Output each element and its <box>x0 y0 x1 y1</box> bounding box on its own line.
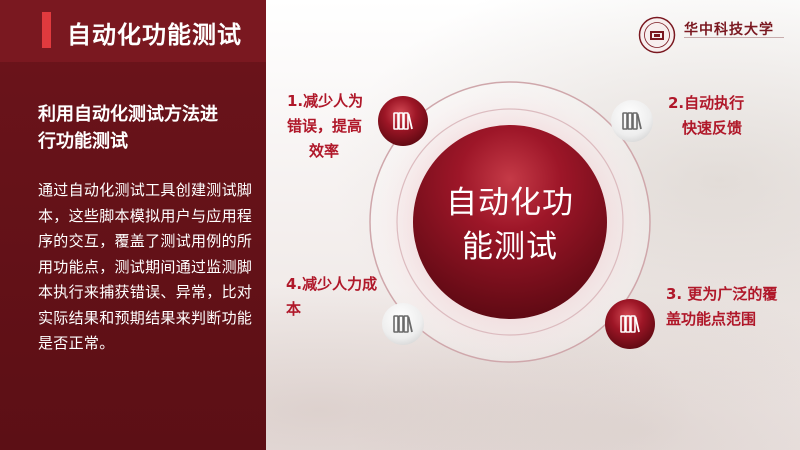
page-title: 自动化功能测试 <box>67 21 242 49</box>
item-1-label: 1.减少人为 错误，提高 效率 <box>287 89 387 164</box>
center-circle <box>413 125 607 319</box>
left-panel <box>0 0 266 450</box>
item-1-line-2: 错误，提高 <box>287 117 363 135</box>
item-1-line-3: 效率 <box>309 142 340 160</box>
university-name: 华中科技大学 <box>684 22 774 38</box>
item-2-icon <box>611 100 653 142</box>
item-4-icon <box>382 303 424 345</box>
item-1-icon <box>378 96 428 146</box>
center-title-line-2: 能测试 <box>462 229 558 265</box>
title-accent-bar <box>42 12 51 48</box>
item-2-line-2: 快速反馈 <box>682 119 743 137</box>
item-1-line-1: 1.减少人为 <box>287 92 364 110</box>
center-title: 自动化功 能测试 <box>430 181 590 269</box>
university-seal-logo <box>638 16 676 54</box>
item-4-line-2: 本 <box>286 300 302 318</box>
item-2-line-1: 2.自动执行 <box>668 94 745 112</box>
section-heading-line-1: 利用自动化测试方法进 <box>38 104 218 125</box>
item-3-line-1: 3. 更为广泛的覆 <box>666 285 778 303</box>
center-title-line-1: 自动化功 <box>446 185 574 221</box>
item-4-label: 4.减少人力成 本 <box>286 272 396 322</box>
item-2-label: 2.自动执行 快速反馈 <box>668 91 788 141</box>
item-3-label: 3. 更为广泛的覆 盖功能点范围 <box>666 282 798 332</box>
logo-underline <box>684 37 784 41</box>
body-paragraph: 通过自动化测试工具创建测试脚本，这些脚本模拟用户与应用程序的交互，覆盖了测试用例… <box>38 181 253 352</box>
outer-ring <box>369 81 651 363</box>
item-4-line-1: 4.减少人力成 <box>286 275 378 293</box>
item-3-icon <box>605 299 655 349</box>
inner-ring <box>396 108 624 336</box>
item-3-line-2: 盖功能点范围 <box>666 310 757 328</box>
section-heading: 利用自动化测试方法进 行功能测试 <box>38 101 250 155</box>
section-heading-line-2: 行功能测试 <box>38 131 128 152</box>
